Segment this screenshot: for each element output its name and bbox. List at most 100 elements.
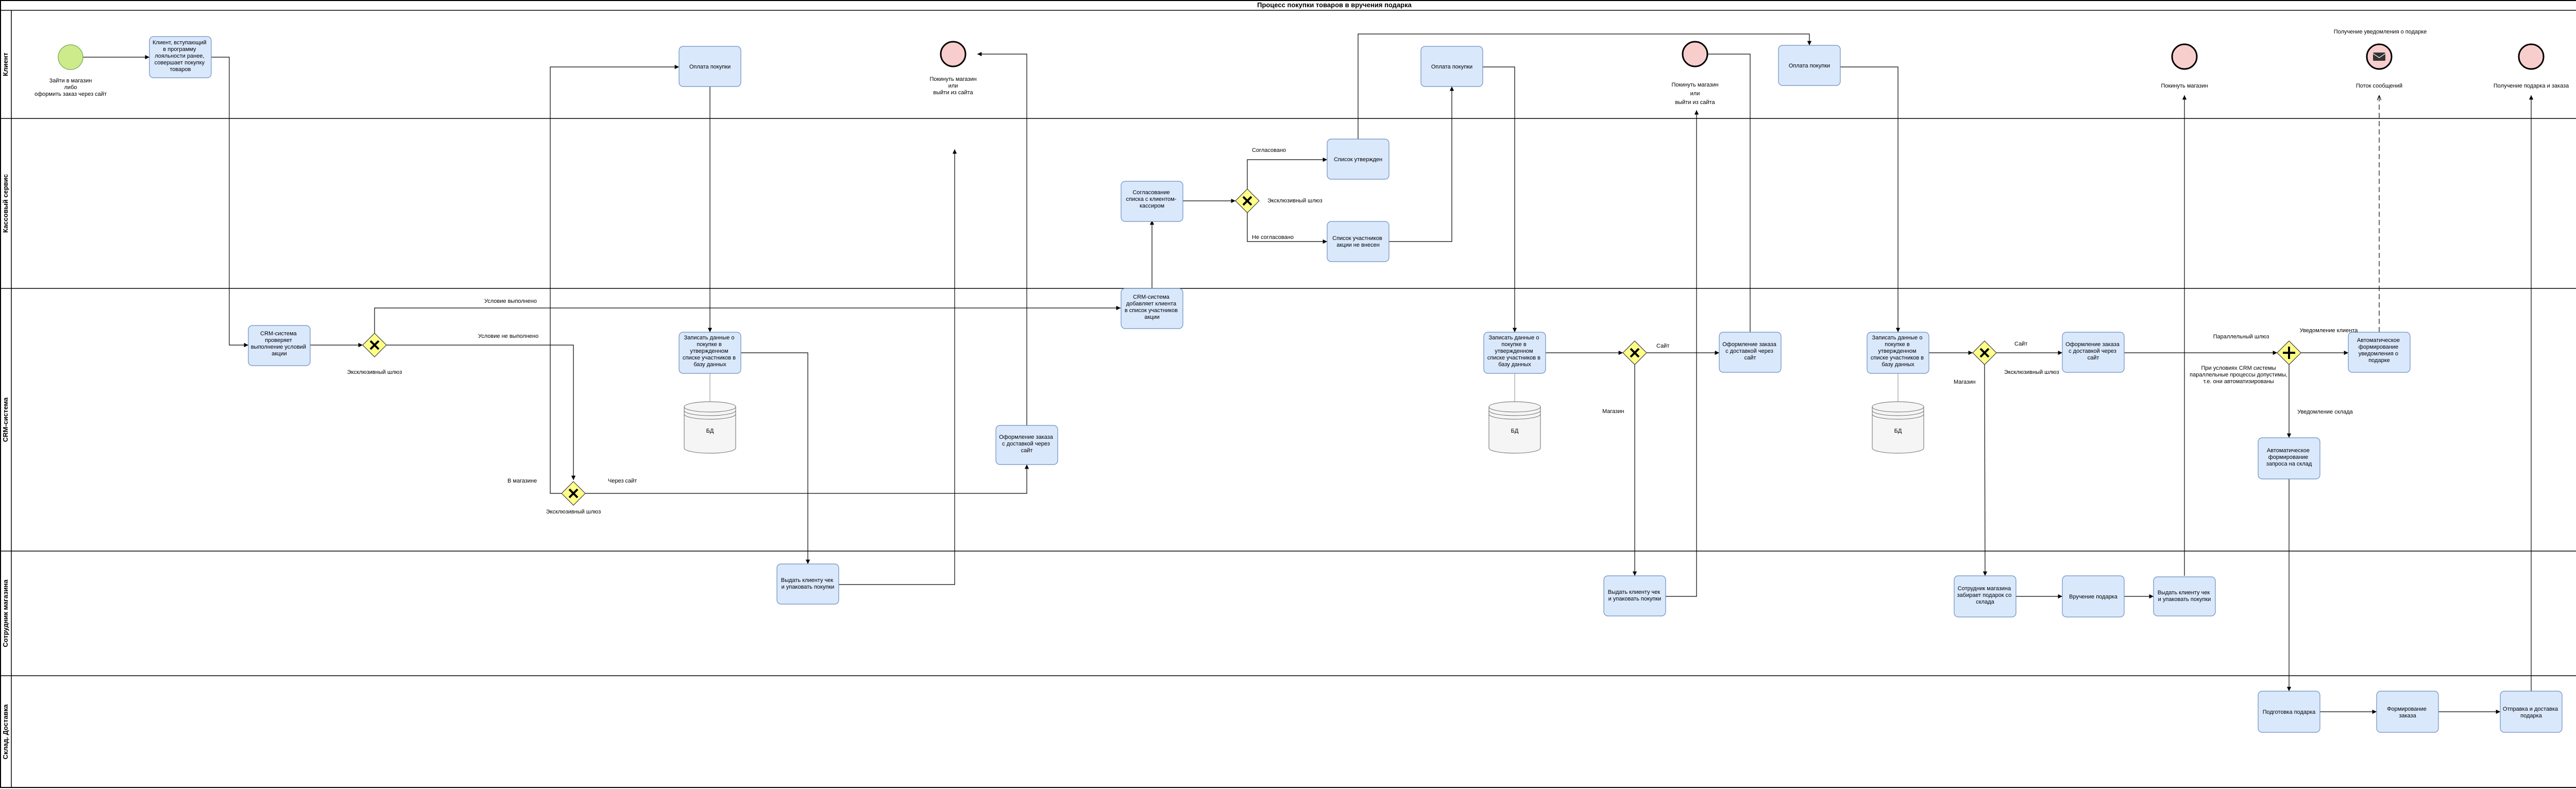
task-agree-list[interactable]: Согласование списка с клиентом- кассиром — [1121, 181, 1183, 222]
task-pack-gift[interactable]: Подготовка подарка — [2258, 691, 2320, 733]
label-site-1: Сайт — [1656, 343, 1669, 349]
label-par-note-3: т.е. они автоматизированы — [2203, 379, 2274, 385]
gateways: Эксклюзивный шлюз Эксклюзивный шлюз Экск… — [347, 188, 2301, 515]
pool-title: Процесс покупки товаров в вручения подар… — [1257, 1, 1412, 9]
label-par-note-2: параллельные процессы допустимы, — [2190, 372, 2287, 378]
label-site-2: Сайт — [2014, 341, 2027, 347]
db-2-icon: БД — [1488, 401, 1541, 454]
task-delivery-1[interactable]: Оформление заказа с доставкой через сайт — [995, 425, 1058, 465]
label-agreed: Согласовано — [1252, 147, 1286, 153]
task-form-order[interactable]: Формирование заказа — [2376, 691, 2439, 733]
gateway-store-label: Эксклюзивный шлюз — [546, 509, 601, 515]
label-store-2: Магазин — [1954, 379, 1975, 385]
task-pay-3[interactable]: Оплата покупки — [1778, 45, 1841, 86]
task-record-2[interactable]: Записать данные о покупке в утвержденном… — [1483, 332, 1546, 374]
start-label-1b: Зайти в магазин — [49, 78, 92, 84]
task-ship[interactable]: Отправка и доставка подарка — [2500, 691, 2563, 733]
lane-label-cashier: Кассовый сервис — [2, 174, 9, 233]
task-auto-request[interactable]: Автоматическое формирование запроса на с… — [2258, 437, 2320, 479]
task-delivery-3[interactable]: Оформление заказа с доставкой через сайт — [2062, 332, 2125, 373]
svg-text:Оформление заказа с до: Оформление заказа с доставкой через сайт — [1722, 341, 1778, 361]
end2-label-3: выйти из сайта — [1675, 99, 1715, 106]
flow-labels: Условие выполнено Условие не выполнено В… — [478, 147, 2358, 484]
task-staff-pick[interactable]: Сотрудник магазина забирает подарок со с… — [1954, 575, 2016, 618]
gateway-site-2-icon: Эксклюзивный шлюз — [1972, 340, 2059, 375]
task-issue-3[interactable]: Выдать клиенту чек и упаковать покупки — [2153, 576, 2216, 616]
svg-text:Оплата покупки: Оплата покупки — [1431, 64, 1472, 70]
end3-label: Покинуть магазин — [2161, 83, 2208, 89]
task-crm-add[interactable]: CRM-система добавляет клиента в список у… — [1121, 288, 1183, 329]
svg-text:Подготовка подарка: Подготовка подарка — [2263, 709, 2316, 715]
label-store-1: Магазин — [1602, 408, 1624, 415]
task-list-approved[interactable]: Список утвержден — [1327, 139, 1389, 180]
db-1-icon: БД — [684, 401, 736, 454]
task-issue-1[interactable]: Выдать клиенту чек и упаковать покупки — [776, 563, 839, 605]
task-promo[interactable]: Клиент, вступающий в программу лояльност… — [149, 36, 212, 78]
svg-text:Выдать клиенту чек и у: Выдать клиенту чек и упаковать покупки — [781, 577, 835, 590]
gateway-store-icon: Эксклюзивный шлюз — [546, 481, 601, 515]
message-end-label: Поток сообщений — [2356, 83, 2402, 89]
svg-text:Формирование заказа: Формирование заказа — [2387, 706, 2428, 719]
task-list-not-in-promo[interactable]: Список участников акции не внесен — [1327, 221, 1389, 262]
task-auto-notify[interactable]: Автоматическое формирование уведомления … — [2348, 332, 2411, 373]
label-in-store: В магазине — [507, 478, 537, 484]
task-record-3[interactable]: Записать данные о покупке в утвержденном… — [1867, 332, 1929, 374]
svg-text:Записать данные о поку: Записать данные о покупке в утвержденном… — [683, 335, 737, 368]
db-3-icon: БД — [1872, 401, 1924, 454]
lane-label-crm: CRM-система — [2, 397, 9, 442]
start-label-2: либо — [64, 84, 77, 91]
svg-text:CRM-система добавляет: CRM-система добавляет клиента в список у… — [1125, 294, 1179, 320]
lane-label-client: Клиент — [2, 53, 9, 76]
task-crm-check[interactable]: CRM-система проверяет выполнение условий… — [248, 325, 311, 366]
svg-text:CRM-система проверяет: CRM-система проверяет выполнение условий… — [251, 331, 308, 357]
db-1-label: БД — [706, 428, 714, 434]
svg-text:Оформление заказа с до: Оформление заказа с доставкой через сайт — [2065, 341, 2121, 361]
svg-text:Выдать клиенту чек и у: Выдать клиенту чек и упаковать покупки — [1608, 589, 1662, 602]
end4-label: Получение подарка и заказа — [2494, 83, 2569, 89]
datastores: БД БД БД — [684, 401, 1924, 454]
svg-text:Автоматическое формиро: Автоматическое формирование уведомления … — [2357, 337, 2401, 364]
end-event-3: Покинуть магазин — [2161, 43, 2208, 89]
svg-text:Оплата покупки: Оплата покупки — [1789, 63, 1830, 69]
end1-label-1: Покинуть магазин — [929, 76, 976, 82]
end-event-4: Получение подарка и заказа — [2494, 43, 2569, 89]
gateway-parallel-label: Параллельный шлюз — [2213, 334, 2269, 340]
svg-text:Выдать клиенту чек и у: Выдать клиенту чек и упаковать покупки — [2158, 590, 2212, 603]
lane-label-store-staff: Сотрудник магазина — [2, 579, 9, 647]
envelope-icon — [2373, 53, 2385, 61]
db-3-label: БД — [1894, 428, 1902, 434]
gateway-site-1-icon — [1622, 340, 1647, 365]
tasks: Клиент, вступающий в программу лояльност… — [149, 36, 2563, 733]
task-pay-2[interactable]: Оплата покупки — [1420, 46, 1483, 87]
end-event-1: Покинуть магазин или выйти из сайта — [929, 41, 977, 96]
gateway-cash-label: Эксклюзивный шлюз — [1267, 198, 1323, 204]
start-label-3: оформить заказ через сайт — [35, 91, 107, 97]
task-delivery-2[interactable]: Оформление заказа с доставкой через сайт — [1719, 332, 1782, 373]
end2-label-2: или — [1690, 91, 1700, 97]
lane-labels: Клиент Кассовый сервис CRM-система Сотру… — [2, 53, 9, 759]
svg-text:Записать данные о поку: Записать данные о покупке в утвержденном… — [1871, 335, 1925, 368]
message-end-top-label: Получение уведомления о подарке — [2334, 29, 2427, 35]
svg-text:Оплата покупки: Оплата покупки — [689, 64, 731, 70]
gateway-parallel-icon: Параллельный шлюз — [2213, 334, 2301, 365]
task-pay-1[interactable]: Оплата покупки — [679, 46, 741, 87]
gateway-site-2-label: Эксклюзивный шлюз — [2004, 369, 2059, 375]
end1-label-3: выйти из сайта — [933, 90, 973, 96]
svg-text:Вручение подарка: Вручение подарка — [2069, 594, 2118, 600]
svg-text:Сотрудник магазина заб: Сотрудник магазина забирает подарок со с… — [1957, 586, 2013, 605]
task-record-1[interactable]: Записать данные о покупке в утвержденном… — [679, 332, 741, 374]
db-2-label: БД — [1511, 428, 1519, 434]
end2-label-1: Покинуть магазин — [1671, 82, 1718, 88]
label-via-site: Через сайт — [608, 478, 637, 484]
lane-label-warehouse: Склад. Доставка — [2, 704, 9, 760]
task-issue-2[interactable]: Выдать клиенту чек и упаковать покупки — [1603, 575, 1666, 616]
label-cond-met: Условие выполнено — [484, 298, 537, 304]
end-event-2: Покинуть магазин или выйти из сайта — [1671, 41, 1719, 106]
gateway-cash-icon: Эксклюзивный шлюз — [1235, 188, 1323, 213]
sequence-flows — [82, 33, 2534, 714]
svg-text:Отправка и доставка по: Отправка и доставка подарка — [2503, 706, 2560, 719]
task-hand-gift[interactable]: Вручение подарка — [2062, 575, 2125, 618]
svg-text:Записать данные о поку: Записать данные о покупке в утвержденном… — [1487, 335, 1542, 368]
